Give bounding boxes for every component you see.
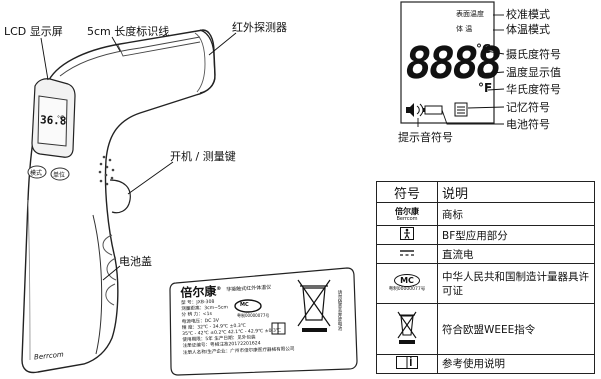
battery-cover-callout: 电池盖 bbox=[119, 255, 152, 268]
row-desc: 中华人民共和国制造计量器具许可证 bbox=[437, 263, 595, 305]
body-temp-mode-callout: 体温模式 bbox=[506, 23, 550, 36]
row-desc: 直流电 bbox=[437, 244, 595, 265]
ir-probe-nose bbox=[199, 29, 216, 94]
unit-button-shape bbox=[50, 167, 70, 181]
device-unit-button[interactable]: 单位 bbox=[53, 172, 66, 179]
device-screen-unit: °C bbox=[57, 115, 65, 122]
table-row: BF型应用部分 bbox=[376, 225, 595, 246]
brand-logo-sub: Berrcom bbox=[396, 215, 418, 222]
panel-fahrenheit: °F bbox=[478, 81, 493, 95]
brand-logo-text: 倍尔康 bbox=[395, 206, 419, 216]
panel-surface-temp: 表面温度 bbox=[456, 10, 484, 18]
panel-celsius: °C bbox=[476, 42, 491, 56]
symbol-table: 符号 说明 倍尔康 Berrcom 商标 BF型应用部分 直流电 bbox=[376, 180, 595, 375]
temp-value-callout: 温度显示值 bbox=[506, 66, 561, 79]
calibration-mode-callout: 校准模式 bbox=[506, 8, 550, 21]
trigger bbox=[109, 179, 131, 214]
row-desc: BF型应用部分 bbox=[437, 225, 595, 246]
lcd-callout: LCD 显示屏 bbox=[4, 25, 63, 38]
bf-type-icon bbox=[376, 225, 438, 246]
table-header-row: 符号 说明 bbox=[376, 180, 595, 204]
line-mark-callout: 5cm 长度标识线 bbox=[87, 25, 170, 38]
power-button-callout: 开机 / 测量键 bbox=[170, 150, 236, 163]
panel-body-temp: 体 温 bbox=[456, 25, 473, 33]
plate-weee-icon bbox=[297, 279, 331, 327]
mc-icon-text: MC bbox=[394, 274, 420, 288]
memory-icon bbox=[454, 102, 468, 117]
brand-logo-icon: 倍尔康 Berrcom bbox=[376, 202, 438, 227]
speaker-icon bbox=[406, 103, 414, 117]
manual-icon bbox=[376, 353, 438, 375]
table-row: 参考使用说明 bbox=[376, 353, 595, 375]
plate-side-text: 请勿随意丢弃废电池 bbox=[337, 290, 342, 331]
mode-button-shape bbox=[27, 165, 47, 179]
row-desc: 符合欧盟WEEE指令 bbox=[437, 303, 595, 355]
plate-mc: MC bbox=[240, 302, 249, 308]
table-row: MC 粤制00000077号 中华人民共和国制造计量器具许可证 bbox=[376, 263, 595, 305]
lcd-screen bbox=[37, 95, 68, 147]
plate-mc-num: 粤制00000077号 bbox=[237, 313, 270, 318]
lcd-panel-frame bbox=[400, 1, 495, 124]
plate-spec-lines: 型 号：JXB-308 测量距离：3cm~5cm 分 辨 力：<1s 电源电压：… bbox=[181, 297, 295, 357]
plate-reg-mark: ® bbox=[216, 285, 222, 293]
header-description: 说明 bbox=[437, 180, 595, 204]
row-desc: 商标 bbox=[437, 202, 595, 227]
label-plate bbox=[169, 267, 358, 376]
memory-symbol-callout: 记忆符号 bbox=[506, 101, 550, 114]
table-row: 倍尔康 Berrcom 商标 bbox=[376, 202, 595, 227]
plate-brand-name: 倍尔康 bbox=[180, 284, 217, 300]
table-row: 符合欧盟WEEE指令 bbox=[376, 303, 595, 355]
battery-symbol-callout: 电池符号 bbox=[506, 118, 550, 131]
row-desc: 参考使用说明 bbox=[437, 353, 595, 375]
mc-icon: MC 粤制00000077号 bbox=[376, 263, 438, 305]
plate-brand: 倍尔康® bbox=[180, 282, 222, 301]
weee-icon bbox=[376, 303, 438, 355]
buzzer-symbol-callout: 提示音符号 bbox=[398, 131, 453, 144]
ir-probe-callout: 红外探测器 bbox=[232, 21, 287, 34]
celsius-symbol-callout: 摄氏度符号 bbox=[506, 48, 561, 61]
mc-icon-num: 粤制00000077号 bbox=[388, 287, 426, 293]
table-row: 直流电 bbox=[376, 244, 595, 265]
dc-icon bbox=[376, 244, 438, 265]
header-symbol: 符号 bbox=[376, 180, 438, 204]
device-mode-button[interactable]: 模式 bbox=[30, 170, 43, 177]
fahrenheit-symbol-callout: 华氏度符号 bbox=[506, 83, 561, 96]
speaker-dots bbox=[98, 155, 115, 186]
